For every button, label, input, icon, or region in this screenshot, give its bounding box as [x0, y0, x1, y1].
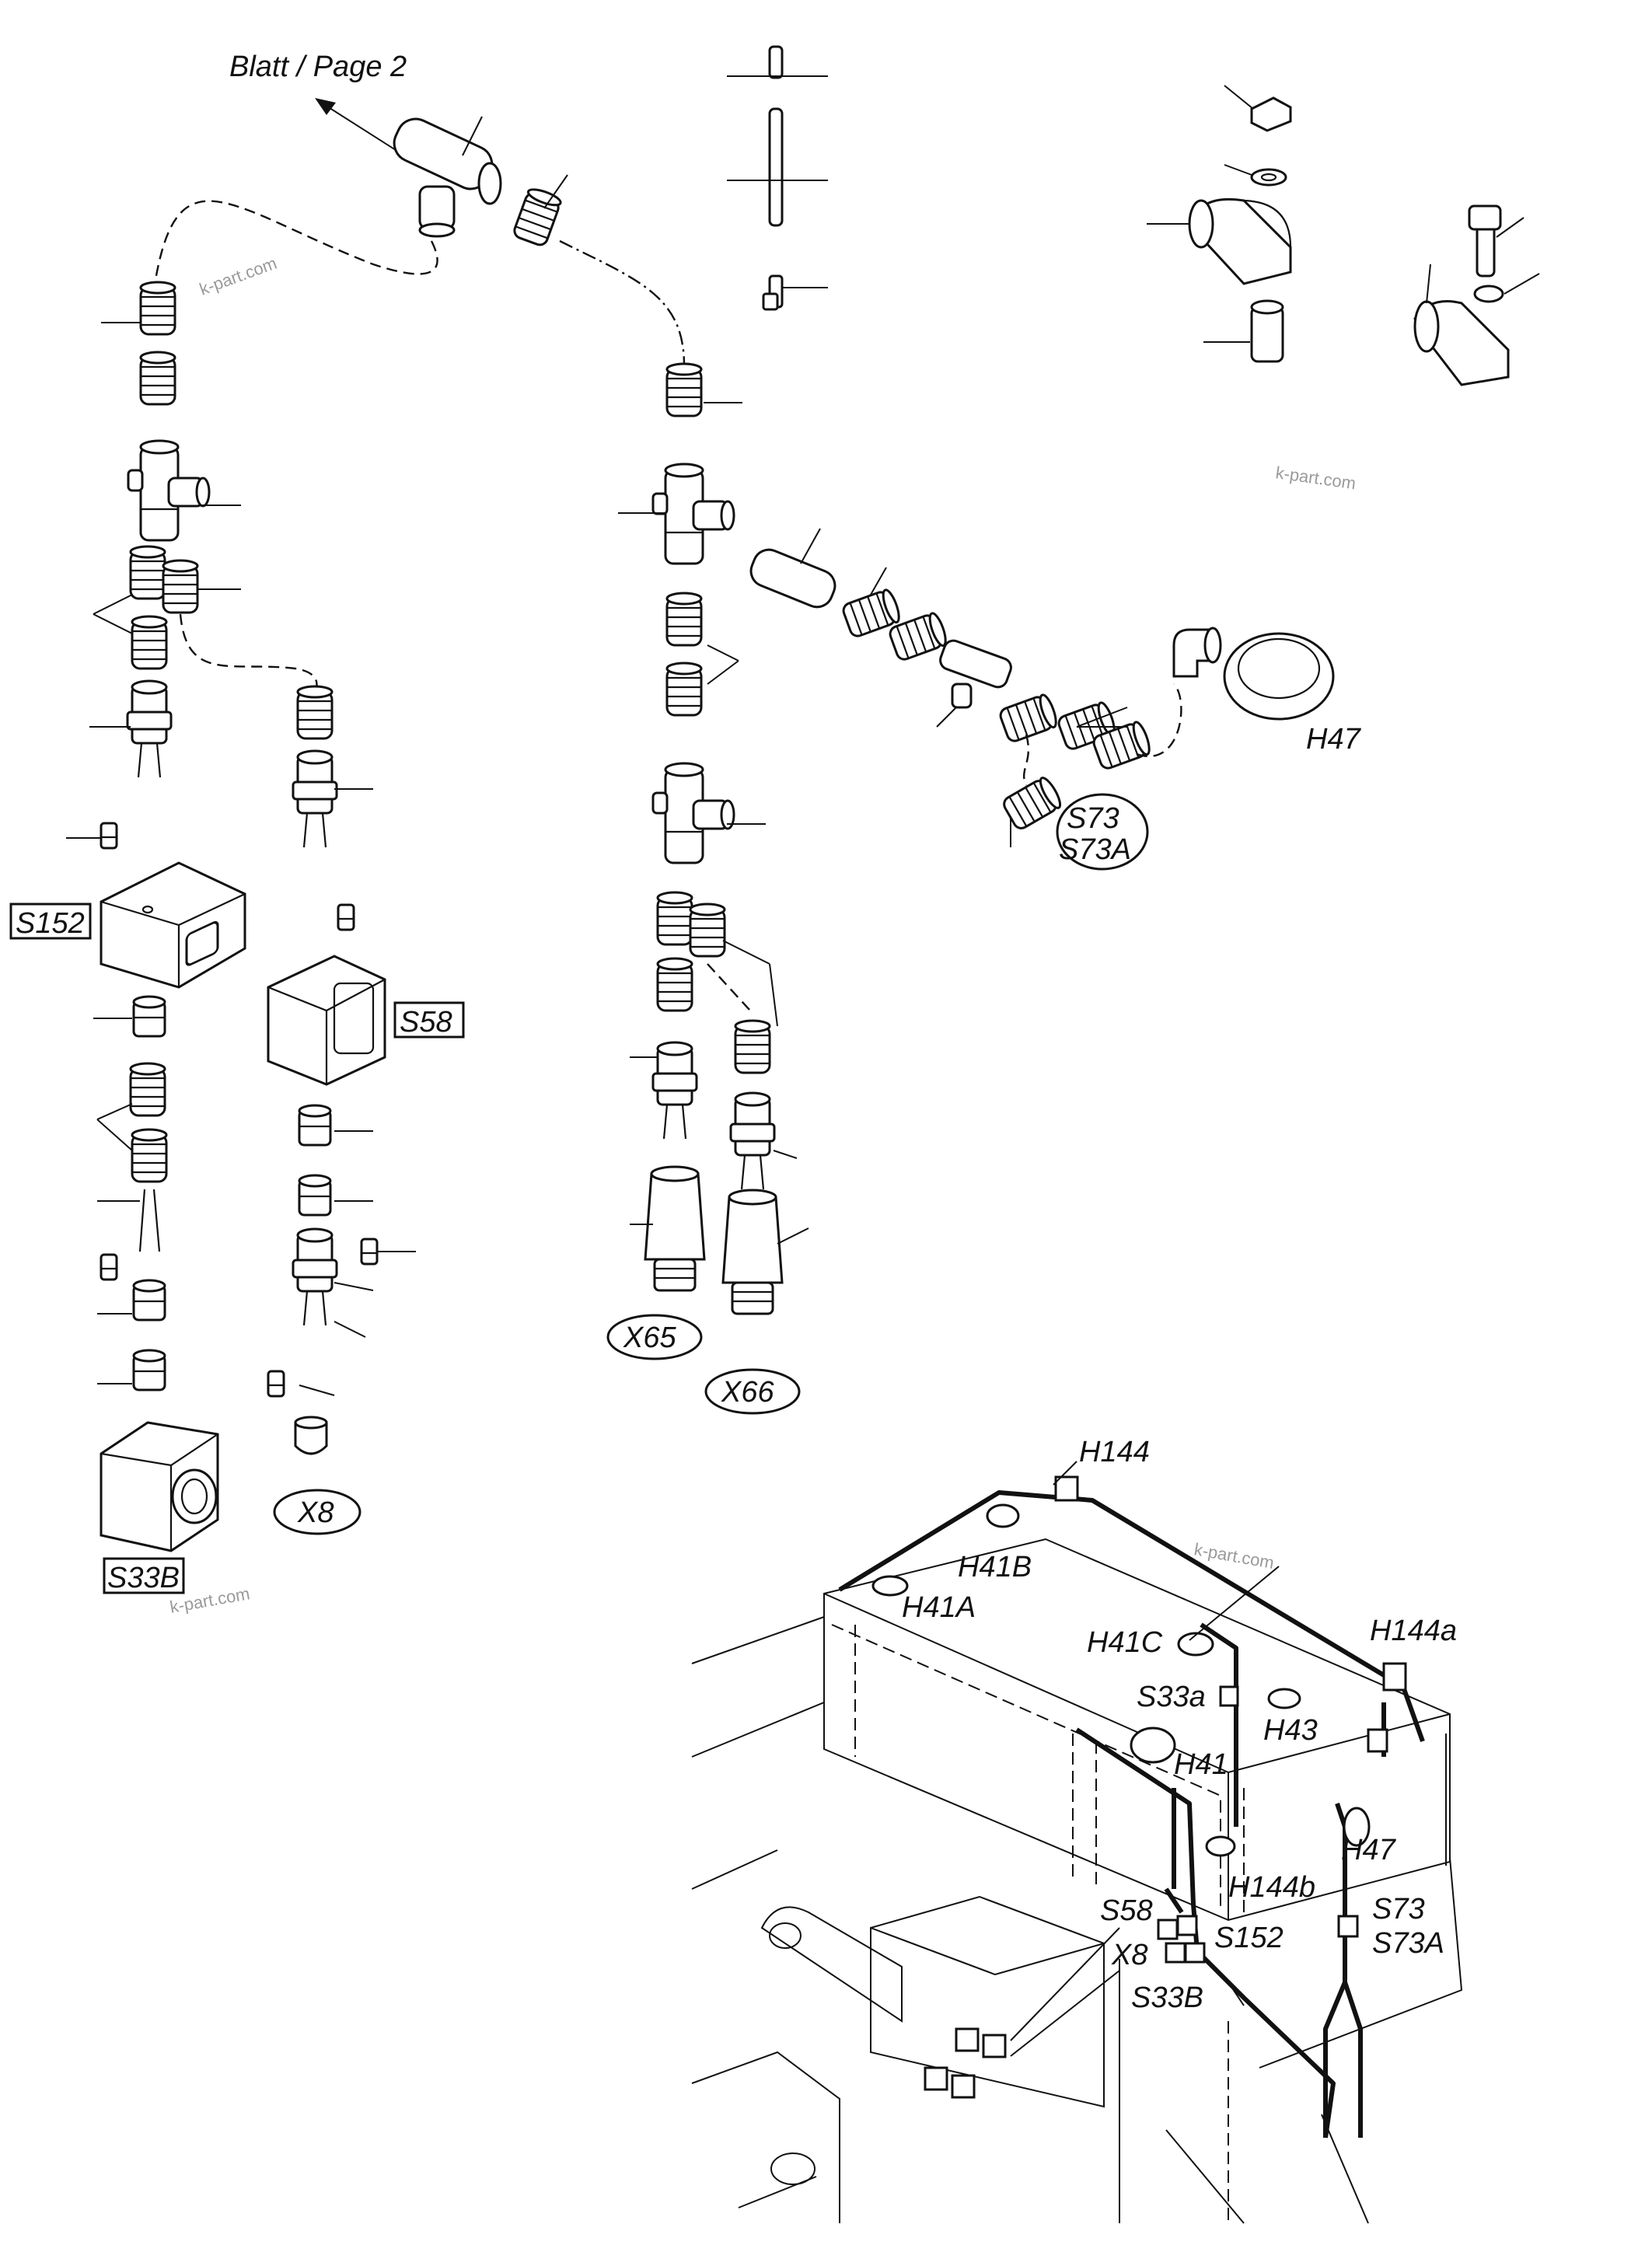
- page-reference: Blatt / Page 2: [229, 51, 407, 156]
- machine-labels: H144 H41B H41A H41C H144a S33a H43 H41 H…: [902, 1436, 1457, 2057]
- center-column: X65 X66: [606, 362, 809, 1415]
- h43-label: H43: [1263, 1714, 1318, 1747]
- elbow-fitting-icon: [1172, 627, 1222, 678]
- left-column: [66, 281, 318, 850]
- s58-box-label: S58: [400, 1006, 452, 1039]
- horizontal-branch: S73 S73A: [749, 528, 1182, 871]
- s73a-bottom-label: S73A: [1372, 1927, 1444, 1960]
- h144b-label: H144b: [1228, 1871, 1315, 1904]
- h41-label: H41: [1174, 1748, 1228, 1781]
- h144a-label: H144a: [1370, 1615, 1457, 1647]
- harness-components: [871, 1475, 1407, 2099]
- grommet-icon: H47: [1223, 632, 1362, 756]
- x65-oval-label: X65: [623, 1322, 676, 1354]
- s73-bottom-label: S73: [1372, 1893, 1425, 1926]
- bellows-icon: [511, 185, 564, 249]
- pins-group: [727, 45, 828, 311]
- pipe-clamp-small: [1413, 204, 1540, 386]
- page-ref-label: Blatt / Page 2: [229, 51, 407, 83]
- h41a-label: H41A: [902, 1591, 976, 1624]
- watermark-1: k-part.com: [197, 253, 279, 299]
- s73-label: S73: [1067, 802, 1119, 835]
- h47-top-label: H47: [1306, 723, 1362, 756]
- switch-box-s33b: S33B: [100, 1421, 219, 1594]
- s33b-bottom-label: S33B: [1131, 1981, 1203, 2014]
- left-column-lower: [93, 995, 168, 1391]
- s58-column: S58 X8: [267, 685, 465, 1535]
- x8-bottom-label: X8: [1111, 1939, 1147, 1971]
- hose-line-center: [559, 239, 686, 366]
- watermark-2: k-part.com: [1274, 463, 1357, 493]
- h41b-label: H41B: [958, 1551, 1032, 1583]
- s152-box-label: S152: [16, 907, 85, 940]
- hose-line-left: [154, 200, 438, 281]
- s33a-label: S33a: [1137, 1681, 1206, 1713]
- pipe-clamp-icon: [1147, 85, 1292, 363]
- tee-fitting-top: [393, 116, 502, 238]
- switch-box-s152: S152: [9, 861, 246, 989]
- x8-oval-label: X8: [297, 1496, 334, 1529]
- s58-bottom-label: S58: [1100, 1894, 1153, 1927]
- s73a-label: S73A: [1059, 833, 1131, 866]
- s152-bottom-label: S152: [1214, 1922, 1284, 1954]
- h47-bottom-label: H47: [1341, 1834, 1397, 1866]
- s33b-box-label: S33B: [107, 1562, 180, 1594]
- x66-oval-label: X66: [721, 1376, 774, 1409]
- h144-label: H144: [1079, 1436, 1150, 1468]
- arrow-up-left-icon: [315, 98, 405, 156]
- h41c-label: H41C: [1087, 1626, 1163, 1659]
- wire-harness: [838, 1490, 1425, 2139]
